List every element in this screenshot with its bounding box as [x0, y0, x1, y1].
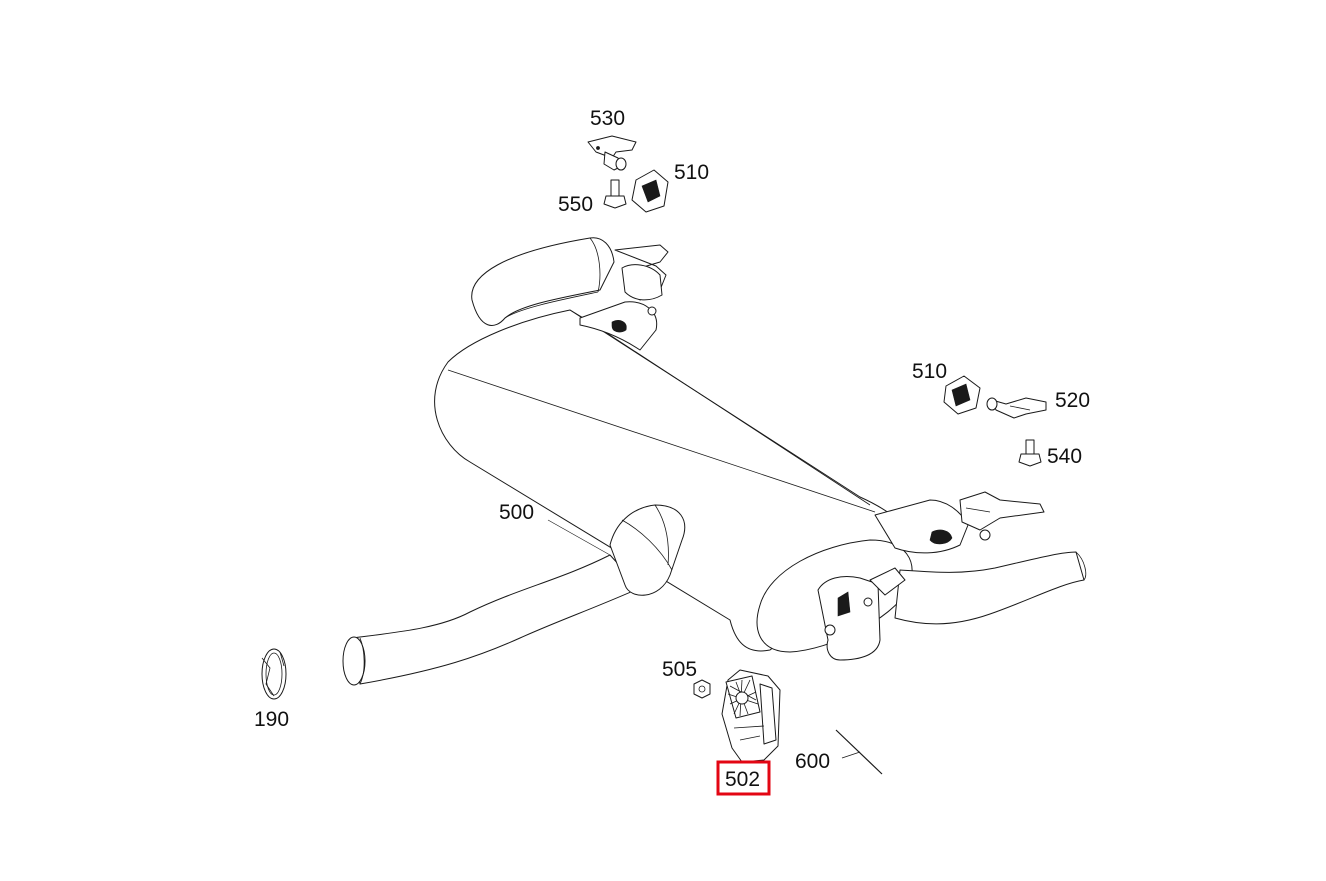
- bolt-550: [603, 179, 627, 209]
- callout-505[interactable]: 505: [662, 658, 697, 681]
- callout-502[interactable]: 502: [725, 768, 760, 791]
- rubber-mount-510-top: [631, 169, 669, 213]
- item-600-marker: [835, 729, 883, 775]
- rear-muffler-right-end: [756, 539, 1087, 661]
- callout-550[interactable]: 550: [558, 193, 593, 216]
- callout-510-right[interactable]: 510: [912, 360, 947, 383]
- callout-520[interactable]: 520: [1055, 389, 1090, 412]
- rubber-mount-510-right: [943, 375, 981, 415]
- right-hanger-bracket: [874, 491, 1045, 554]
- bracket-530: [587, 135, 637, 171]
- callout-500[interactable]: 500: [499, 501, 534, 524]
- flap-actuator-502[interactable]: [721, 669, 781, 763]
- callout-600[interactable]: 600: [795, 750, 830, 773]
- leader-500: [547, 519, 611, 556]
- rear-muffler-left-pipe: [471, 237, 615, 326]
- highlight-box-502: [716, 760, 771, 796]
- callout-510-top[interactable]: 510: [674, 161, 709, 184]
- bracket-520: [986, 397, 1047, 419]
- callout-190[interactable]: 190: [254, 708, 289, 731]
- callout-530[interactable]: 530: [590, 107, 625, 130]
- front-inlet-pipe: [342, 554, 641, 686]
- clamp-190: [261, 648, 287, 700]
- callout-540[interactable]: 540: [1047, 445, 1082, 468]
- nut-505: [693, 679, 711, 699]
- bolt-540: [1018, 439, 1042, 467]
- left-hanger-bracket: [579, 244, 669, 351]
